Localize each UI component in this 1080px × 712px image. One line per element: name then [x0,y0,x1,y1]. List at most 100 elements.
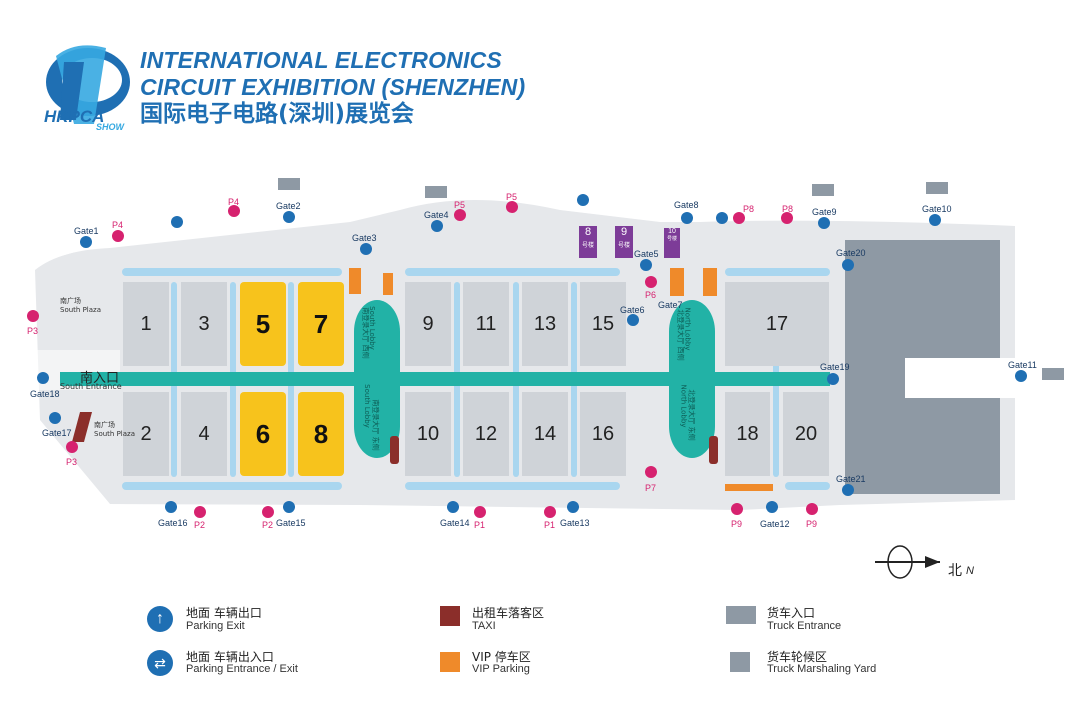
legend-truck-yard-en: Truck Marshaling Yard [767,663,877,675]
parking-icon-p3b [66,441,78,453]
building-10[interactable]: 10 号楼 [664,228,680,258]
hall-6[interactable]: 6 [240,392,286,476]
hall-11[interactable]: 11 [463,282,509,366]
hall-5[interactable]: 5 [240,282,286,366]
parking-p3-b: P3 [66,457,78,467]
building-9-cn: 号楼 [617,243,630,249]
hall-4[interactable]: 4 [181,392,227,476]
parking-icon-p5 [454,209,466,221]
gate-icon-18 [37,372,49,384]
gate-11: Gate11 [1008,360,1037,370]
vip-parking-4[interactable] [703,268,717,296]
gate-icon-1 [80,236,92,248]
parking-icon-p9 [731,503,743,515]
hall-18[interactable]: 18 [725,392,770,476]
gate-1: Gate1 [74,226,99,236]
parking-p7: P7 [645,483,657,493]
logo-sub: SHOW [96,122,124,132]
vip-parking-2[interactable] [383,273,393,295]
parking-icon-p9b [806,503,818,515]
truck-icon-2 [425,186,447,198]
vip-parking-5[interactable] [725,484,773,491]
taxi-2[interactable] [390,436,399,464]
gate-5: Gate5 [634,249,659,259]
gate-icon-10 [929,214,941,226]
compass-north-en: N [966,565,974,577]
gate-17: Gate17 [42,428,72,438]
hall-8[interactable]: 8 [298,392,344,476]
parking-p1-a: P1 [474,520,486,530]
gate-icon-3 [360,243,372,255]
legend-truck-entrance-en: Truck Entrance [767,620,842,632]
legend-vip-swatch [440,652,460,672]
south-plaza-en-1: South Plaza [60,306,101,314]
parking-p8-b: P8 [782,204,794,214]
gate-icon-13 [567,501,579,513]
legend-vip-cn: VIP 停车区 [472,650,531,664]
hall-9[interactable]: 9 [405,282,451,366]
vip-parking-3[interactable] [670,268,684,296]
building-8[interactable]: 8 号楼 [579,226,597,258]
title-line2: CIRCUIT EXHIBITION (SHENZHEN) [140,74,526,100]
hall-1[interactable]: 1 [123,282,169,366]
parking-icon-p7 [645,466,657,478]
parking-p2-b: P2 [262,520,274,530]
gate-icon-5 [640,259,652,271]
gate-16: Gate16 [158,518,188,528]
gate-icon-2 [283,211,295,223]
hall-17[interactable]: 17 [725,282,829,366]
hall-10[interactable]: 10 [405,392,451,476]
hall-16[interactable]: 16 [580,392,626,476]
gate-icon-6 [627,314,639,326]
south-plaza-cn-2: 南广场 [94,421,115,429]
walkway-north [122,268,342,276]
gate-14: Gate14 [440,518,470,528]
hall-13[interactable]: 13 [522,282,568,366]
hall-12[interactable]: 12 [463,392,509,476]
legend-parking-exit-en: Parking Exit [186,620,245,632]
truck-icon-1 [278,178,300,190]
parking-p5-a: P5 [454,200,466,210]
hall-3[interactable]: 3 [181,282,227,366]
truck-icon-3 [812,184,834,196]
parking-p3-a: P3 [27,326,39,336]
logo-text: HKPCA [44,107,105,126]
south-entrance-en: South Entrance [60,382,122,391]
parking-icon-p8b [781,212,793,224]
building-10-num: 10 [668,228,676,235]
truck-icon-4 [926,182,948,194]
gate-icon-11 [1015,370,1027,382]
gate-icon-16 [165,501,177,513]
hall-20[interactable]: 20 [783,392,829,476]
parking-icon-p4b [228,205,240,217]
gate-icon-20 [842,259,854,271]
gate-20: Gate20 [836,248,866,258]
building-9[interactable]: 9 号楼 [615,226,633,258]
gate-icon-21 [842,484,854,496]
title-cn: 国际电子电路(深圳)展览会 [140,101,415,127]
legend-truck-icon [726,606,756,624]
legend-taxi-en: TAXI [472,620,496,632]
hall-15[interactable]: 15 [580,282,626,366]
vip-parking-1[interactable] [349,268,361,294]
parking-icon-p3 [27,310,39,322]
gate-2: Gate2 [276,201,301,211]
gate-8: Gate8 [674,200,699,210]
taxi-3[interactable] [709,436,718,464]
building-9-num: 9 [620,226,628,238]
south-lobby[interactable] [354,300,400,458]
hall-7[interactable]: 7 [298,282,344,366]
parking-icon-p4 [112,230,124,242]
hall-2[interactable]: 2 [123,392,169,476]
parking-icon-p8 [733,212,745,224]
parking-icon-p5b [506,201,518,213]
logo [36,34,136,138]
title-line1: INTERNATIONAL ELECTRONICS [140,47,502,73]
north-lobby[interactable] [669,300,715,458]
hall-14[interactable]: 14 [522,392,568,476]
gate-icon-b [577,194,589,206]
parking-p5-b: P5 [506,192,518,202]
walkway-north-2 [405,268,620,276]
gate-12: Gate12 [760,519,790,529]
